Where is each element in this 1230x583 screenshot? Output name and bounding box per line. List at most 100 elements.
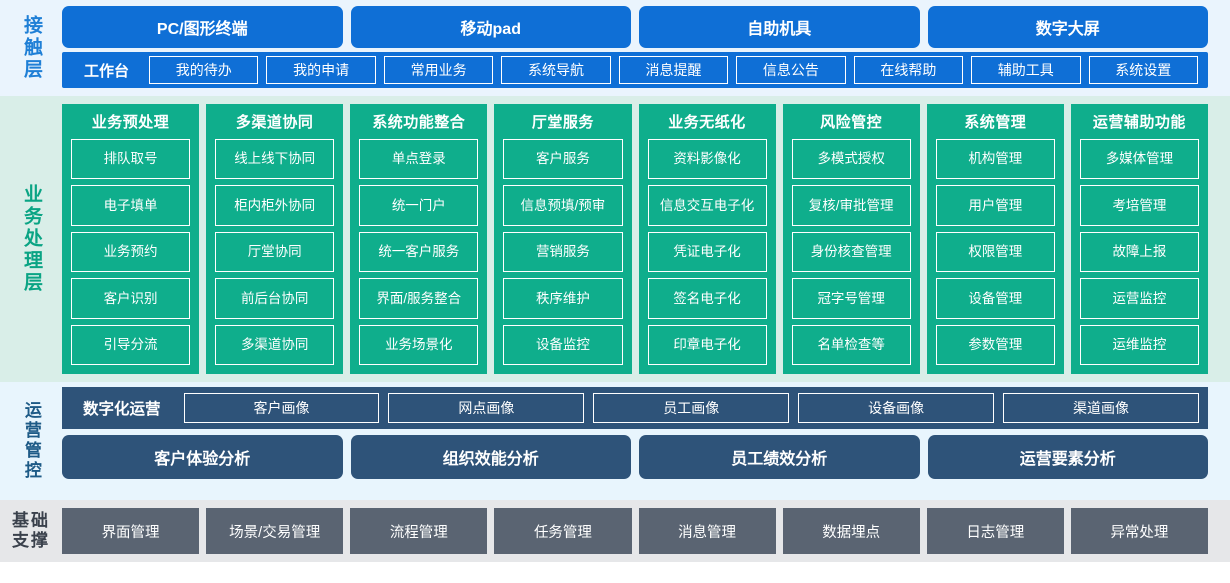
base-support-layer: 基础 支撑 界面管理 场景/交易管理 流程管理 任务管理 消息管理 数据埋点 日… [0, 500, 1230, 562]
portrait-item-customer[interactable]: 客户画像 [183, 393, 380, 423]
workbench-item-message-alert[interactable]: 消息提醒 [618, 56, 729, 84]
digital-operation-bar: 数字化运营 客户画像 网点画像 员工画像 设备画像 渠道画像 [62, 387, 1208, 429]
column-item[interactable]: 业务预约 [71, 231, 191, 273]
column-item[interactable]: 信息交互电子化 [647, 185, 767, 226]
channel-button-self-service[interactable]: 自助机具 [639, 6, 920, 48]
column-title: 系统管理 [964, 114, 1027, 131]
workbench-item-my-todo[interactable]: 我的待办 [149, 56, 259, 84]
analysis-item-customer-experience[interactable]: 客户体验分析 [62, 435, 343, 479]
operations-layer-label-text: 运营管控 [21, 401, 41, 481]
column-item[interactable]: 机构管理 [935, 139, 1055, 180]
base-support-row: 界面管理 场景/交易管理 流程管理 任务管理 消息管理 数据埋点 日志管理 异常… [62, 508, 1208, 554]
column-item[interactable]: 设备监控 [503, 324, 623, 366]
workbench-item-aux-tools[interactable]: 辅助工具 [971, 56, 1081, 84]
workbench-item-common-business[interactable]: 常用业务 [383, 56, 494, 84]
column-item[interactable]: 名单检查等 [791, 324, 911, 366]
workbench-item-my-application[interactable]: 我的申请 [266, 56, 376, 84]
base-item-task-management[interactable]: 任务管理 [494, 508, 632, 554]
column-item[interactable]: 凭证电子化 [647, 231, 767, 273]
business-column-preprocessing: 业务预处理 排队取号 电子填单 业务预约 客户识别 引导分流 [62, 104, 200, 374]
column-item[interactable]: 权限管理 [935, 231, 1055, 273]
column-title: 运营辅助功能 [1092, 114, 1186, 131]
contact-layer-body: PC/图形终端 移动pad 自助机具 数字大屏 工作台 我的待办 我的申请 常用… [62, 0, 1230, 96]
column-item[interactable]: 柜内柜外协同 [215, 185, 335, 226]
column-item[interactable]: 信息预填/预审 [503, 185, 623, 226]
channel-button-digital-screen[interactable]: 数字大屏 [927, 6, 1208, 48]
column-item[interactable]: 营销服务 [503, 231, 623, 273]
column-item[interactable]: 排队取号 [71, 139, 191, 180]
column-item[interactable]: 故障上报 [1079, 231, 1199, 273]
digital-operation-title: 数字化运营 [83, 401, 161, 418]
column-item[interactable]: 统一客户服务 [359, 231, 479, 273]
portrait-item-branch[interactable]: 网点画像 [388, 393, 585, 423]
column-item[interactable]: 复核/审批管理 [791, 185, 911, 226]
base-item-data-tracking[interactable]: 数据埋点 [782, 508, 920, 554]
column-item[interactable]: 业务场景化 [359, 324, 479, 366]
business-column-paperless: 业务无纸化 资料影像化 信息交互电子化 凭证电子化 签名电子化 印章电子化 [638, 104, 776, 374]
business-column-system-integration: 系统功能整合 单点登录 统一门户 统一客户服务 界面/服务整合 业务场景化 [350, 104, 488, 374]
column-item[interactable]: 运营监控 [1079, 278, 1199, 319]
column-item[interactable]: 参数管理 [935, 324, 1055, 366]
column-item[interactable]: 单点登录 [359, 139, 479, 180]
base-item-scenario-transaction-management[interactable]: 场景/交易管理 [206, 508, 344, 554]
column-item[interactable]: 多渠道协同 [215, 324, 335, 366]
column-title: 业务无纸化 [668, 114, 746, 131]
base-item-process-management[interactable]: 流程管理 [350, 508, 488, 554]
column-item[interactable]: 界面/服务整合 [359, 278, 479, 319]
column-item[interactable]: 印章电子化 [647, 324, 767, 366]
contact-layer-label-text: 接触层 [20, 15, 42, 81]
portrait-item-channel[interactable]: 渠道画像 [1003, 393, 1199, 423]
business-column-lobby-service: 厅堂服务 客户服务 信息预填/预审 营销服务 秩序维护 设备监控 [494, 104, 632, 374]
contact-layer-label: 接触层 [0, 0, 62, 96]
channel-button-pc[interactable]: PC/图形终端 [62, 6, 343, 48]
column-item[interactable]: 引导分流 [71, 324, 191, 366]
column-item[interactable]: 冠字号管理 [791, 278, 911, 319]
column-title: 系统功能整合 [372, 114, 466, 131]
business-column-multichannel: 多渠道协同 线上线下协同 柜内柜外协同 厅堂协同 前后台协同 多渠道协同 [206, 104, 344, 374]
column-title: 风险管控 [820, 114, 883, 131]
workbench-title: 工作台 [84, 62, 130, 80]
column-item[interactable]: 电子填单 [71, 185, 191, 226]
column-item[interactable]: 厅堂协同 [215, 231, 335, 273]
base-support-layer-body: 界面管理 场景/交易管理 流程管理 任务管理 消息管理 数据埋点 日志管理 异常… [62, 500, 1230, 562]
base-item-ui-management[interactable]: 界面管理 [62, 508, 200, 554]
column-item[interactable]: 线上线下协同 [215, 139, 335, 180]
analysis-item-employee-performance[interactable]: 员工绩效分析 [639, 435, 920, 479]
column-item[interactable]: 考培管理 [1079, 185, 1199, 226]
portrait-item-employee[interactable]: 员工画像 [593, 393, 790, 423]
column-title: 多渠道协同 [235, 114, 314, 131]
workbench-item-announcement[interactable]: 信息公告 [736, 56, 846, 84]
workbench-item-online-help[interactable]: 在线帮助 [853, 56, 964, 84]
base-label-line-1: 基础 [12, 511, 50, 531]
base-item-log-management[interactable]: 日志管理 [926, 508, 1064, 554]
analysis-item-organization-efficiency[interactable]: 组织效能分析 [350, 435, 631, 479]
column-item[interactable]: 用户管理 [935, 185, 1055, 226]
column-item[interactable]: 设备管理 [935, 278, 1055, 319]
business-layer-label: 业务处理层 [0, 96, 62, 382]
workbench-item-system-navigation[interactable]: 系统导航 [501, 56, 611, 84]
channel-button-mobile-pad[interactable]: 移动pad [350, 6, 631, 48]
column-item[interactable]: 客户识别 [71, 278, 191, 319]
column-item[interactable]: 签名电子化 [647, 278, 767, 319]
operations-layer: 运营管控 数字化运营 客户画像 网点画像 员工画像 设备画像 渠道画像 客户体验… [0, 382, 1230, 500]
business-layer-body: 业务预处理 排队取号 电子填单 业务预约 客户识别 引导分流 多渠道协同 线上线… [62, 96, 1230, 382]
column-title: 厅堂服务 [531, 114, 594, 131]
column-item[interactable]: 运维监控 [1079, 324, 1199, 366]
portrait-item-device[interactable]: 设备画像 [798, 393, 995, 423]
column-item[interactable]: 前后台协同 [215, 278, 335, 319]
analysis-item-operation-factor[interactable]: 运营要素分析 [927, 435, 1208, 479]
base-label-line-2: 支撑 [12, 531, 50, 550]
column-item[interactable]: 秩序维护 [503, 278, 623, 319]
base-item-exception-handling[interactable]: 异常处理 [1070, 508, 1208, 554]
column-item[interactable]: 统一门户 [359, 185, 479, 226]
column-item[interactable]: 资料影像化 [647, 139, 767, 180]
business-column-risk-control: 风险管控 多模式授权 复核/审批管理 身份核查管理 冠字号管理 名单检查等 [782, 104, 920, 374]
business-column-system-management: 系统管理 机构管理 用户管理 权限管理 设备管理 参数管理 [926, 104, 1064, 374]
column-item[interactable]: 身份核查管理 [791, 231, 911, 273]
column-item[interactable]: 客户服务 [503, 139, 623, 180]
column-item[interactable]: 多媒体管理 [1079, 139, 1199, 180]
base-item-message-management[interactable]: 消息管理 [638, 508, 776, 554]
column-item[interactable]: 多模式授权 [791, 139, 911, 180]
workbench-item-system-settings[interactable]: 系统设置 [1088, 56, 1198, 84]
